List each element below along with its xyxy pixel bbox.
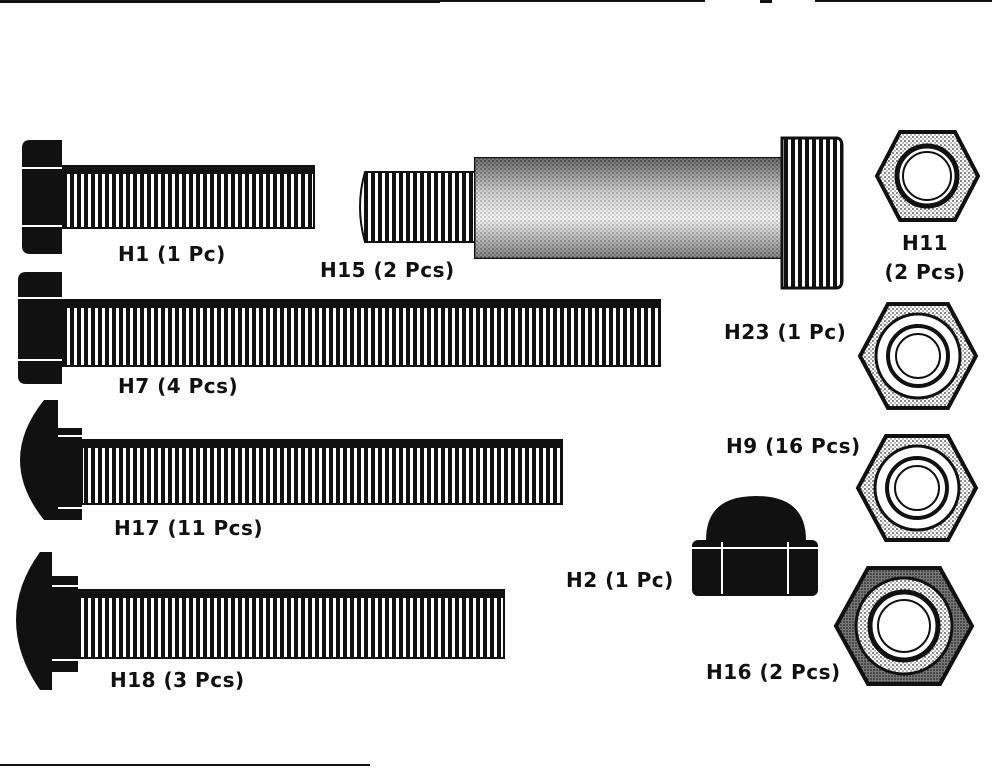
h7-hex-bolt: [18, 272, 661, 384]
h9-label: H9 (16 Pcs): [726, 434, 861, 458]
h2-acorn-nut: [692, 496, 818, 596]
h18-carriage-bolt: [16, 552, 505, 690]
top-edge-lines: [0, 0, 992, 3]
h17-label: H17 (11 Pcs): [114, 516, 264, 540]
h17-carriage-bolt: [20, 400, 563, 520]
h1-hex-bolt: [22, 140, 315, 254]
h16-label: H16 (2 Pcs): [706, 660, 841, 684]
h1-label: H1 (1 Pc): [118, 242, 226, 266]
h15-label: H15 (2 Pcs): [320, 258, 455, 282]
h7-label: H7 (4 Pcs): [118, 374, 239, 398]
h11-qty-label: (2 Pcs): [884, 260, 966, 284]
h23-label: H23 (1 Pc): [724, 320, 847, 344]
bottom-edge-line: [0, 764, 370, 766]
h11-hex-nut: [874, 130, 981, 222]
h18-label: H18 (3 Pcs): [110, 668, 245, 692]
h16-lock-nut: [833, 566, 975, 686]
h11-code-label: H11: [901, 231, 949, 255]
h2-label: H2 (1 Pc): [566, 568, 674, 592]
h15-shoulder-bolt: [359, 136, 844, 290]
h23-lock-nut: [857, 302, 979, 410]
h9-lock-nut: [855, 434, 979, 542]
